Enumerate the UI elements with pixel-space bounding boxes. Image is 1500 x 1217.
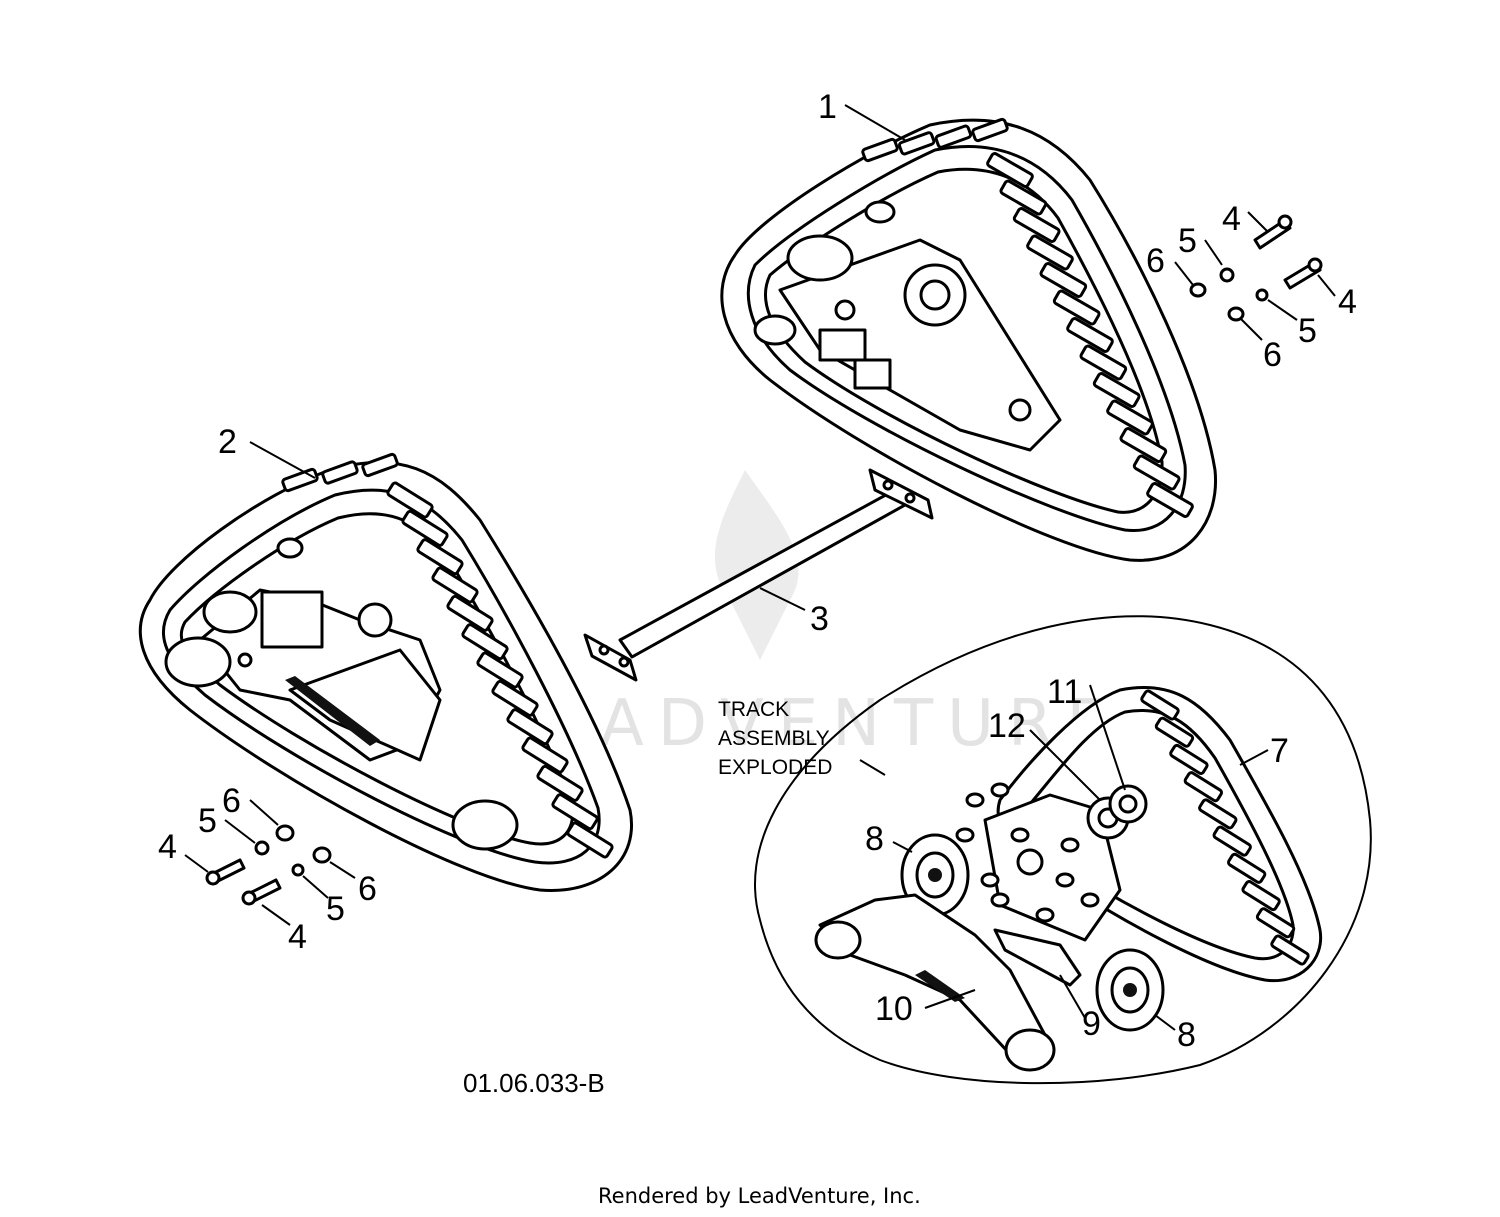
leader-lines (184, 104, 1336, 1031)
tread-lug (416, 538, 464, 576)
tread-lug (1140, 689, 1180, 721)
tread-lug (536, 764, 584, 802)
callout-2[interactable]: 2 (218, 423, 237, 461)
tread-lug (1039, 262, 1088, 298)
tread-lug (1169, 743, 1209, 775)
axle-tube[interactable] (583, 468, 934, 682)
inset-caption-line: TRACK (718, 698, 789, 721)
tread-lug (361, 452, 399, 478)
frame-stud (990, 782, 1010, 798)
tread-lug (897, 131, 936, 156)
tread-lug (1227, 852, 1267, 884)
inset-caption-line: ASSEMBLY (718, 727, 830, 750)
callout-5[interactable]: 5 (1298, 312, 1317, 350)
tread-lug (1255, 907, 1296, 939)
drawing-number: 01.06.033-B (463, 1068, 605, 1098)
tread-lug (461, 623, 509, 661)
tread-lug (1026, 234, 1074, 271)
tread-lug (1012, 207, 1061, 243)
frame-stud (1060, 837, 1080, 853)
callout-5[interactable]: 5 (1178, 222, 1197, 260)
tread-lug (1066, 317, 1114, 353)
tread-lug (1154, 716, 1195, 748)
callout-4[interactable]: 4 (1222, 200, 1241, 238)
tread-lug (506, 708, 554, 746)
frame-stud (1080, 892, 1100, 908)
tread-lug (971, 117, 1009, 143)
frame-studs (955, 782, 1100, 923)
callout-3[interactable]: 3 (810, 600, 829, 638)
tread-lug (1198, 798, 1238, 830)
husqvarna-logo (285, 676, 380, 746)
hardware-left[interactable] (205, 824, 332, 906)
inset-track-tread (1140, 689, 1310, 966)
inset-caption-line: EXPLODED (718, 756, 832, 779)
inset-exploded-view: TRACK ASSEMBLY EXPLODED (718, 615, 1372, 1085)
callout-11[interactable]: 11 (1047, 673, 1082, 711)
tread-lug (566, 821, 614, 859)
callout-4[interactable]: 4 (158, 828, 177, 866)
inset-caption: TRACK ASSEMBLY EXPLODED (718, 698, 832, 779)
callout-8[interactable]: 8 (865, 820, 884, 858)
tread-lug (999, 179, 1048, 216)
tread-lug (1106, 399, 1154, 436)
tread-lug (934, 124, 973, 149)
tread-lug (1146, 482, 1194, 518)
frame-stud (990, 892, 1010, 908)
tread-lug (1079, 344, 1128, 381)
tread-lug (1241, 880, 1281, 912)
callout-4[interactable]: 4 (288, 918, 307, 956)
render-credit: Rendered by LeadVenture, Inc. (598, 1184, 921, 1208)
tread-lug (476, 651, 524, 689)
watermark: ADVENTURE (600, 470, 1121, 761)
tread-lug (1132, 454, 1181, 491)
frame-stud (1035, 907, 1055, 923)
tread-lug (1092, 372, 1141, 408)
watermark-text: ADVENTURE (600, 687, 1121, 761)
tread-lug (431, 566, 479, 604)
callout-7[interactable]: 7 (1270, 732, 1289, 770)
callout-5[interactable]: 5 (198, 802, 217, 840)
callout-10[interactable]: 10 (875, 990, 913, 1028)
tread-lug (446, 594, 494, 632)
callout-9[interactable]: 9 (1082, 1005, 1101, 1043)
tread-lug (551, 793, 599, 831)
callout-4[interactable]: 4 (1338, 283, 1357, 321)
tread-lug (1212, 825, 1252, 857)
callout-6[interactable]: 6 (1146, 242, 1165, 280)
tread-lug (521, 736, 569, 774)
callout-12[interactable]: 12 (988, 707, 1026, 745)
tread-lug (491, 679, 539, 717)
tread-lug (1119, 427, 1168, 463)
frame-stud (965, 792, 985, 808)
callout-labels: 1 2 3 4 4 4 4 5 5 5 5 6 6 6 6 7 8 8 9 10… (158, 88, 1357, 1054)
frame-stud (1010, 827, 1030, 843)
callout-1[interactable]: 1 (818, 88, 837, 126)
frame-stud (980, 872, 1000, 888)
callout-6[interactable]: 6 (222, 782, 241, 820)
tread-lug (401, 509, 449, 547)
frame-stud (955, 827, 975, 843)
tread-lug (386, 481, 434, 519)
frame-stud (1055, 872, 1075, 888)
track-assembly-2[interactable] (138, 452, 633, 892)
hardware-right[interactable] (1189, 214, 1323, 322)
tread-lug (321, 460, 359, 485)
callout-5[interactable]: 5 (326, 890, 345, 928)
track-assembly-1[interactable] (720, 117, 1218, 562)
tread-lug (986, 152, 1034, 188)
callout-6[interactable]: 6 (1263, 336, 1282, 374)
tread-lug (1052, 289, 1101, 326)
tread-lug (1183, 771, 1223, 803)
tread-lug (1270, 934, 1310, 966)
track-1-tread (861, 117, 1194, 518)
callout-6[interactable]: 6 (358, 870, 377, 908)
tread-lug (861, 137, 899, 163)
track-2-tread (281, 452, 614, 859)
callout-8[interactable]: 8 (1177, 1016, 1196, 1054)
